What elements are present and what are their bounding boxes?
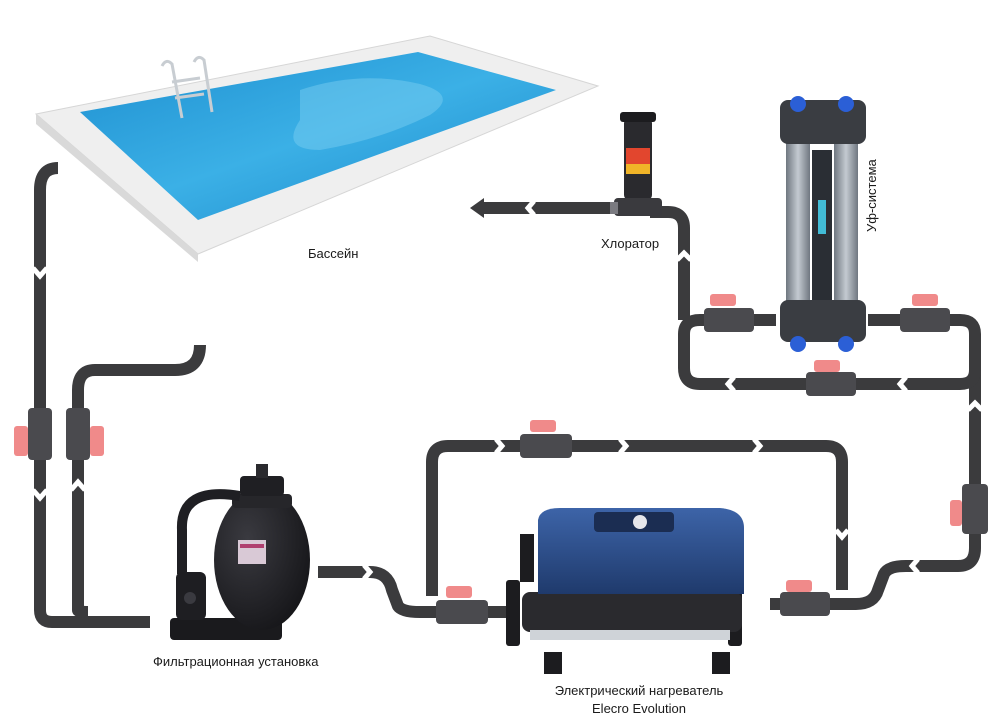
pipe-filter-to-heater xyxy=(318,566,510,618)
flow-direction-marks xyxy=(31,199,984,581)
valves xyxy=(14,294,988,624)
pool-water-shine xyxy=(293,78,443,150)
pipe-right-riser xyxy=(868,314,981,432)
pipe-left-outer xyxy=(34,162,150,628)
pipe-left-inner xyxy=(72,344,206,618)
flow-arrow-icon xyxy=(470,198,484,218)
flow-arrow-icon xyxy=(31,488,49,502)
pipe-heater-out xyxy=(770,432,981,610)
pool-icon xyxy=(34,35,600,262)
pool-rim-side xyxy=(36,114,198,262)
uv-lamp-icon xyxy=(780,96,866,352)
flow-arrow-icon xyxy=(908,557,920,575)
sand-filter-icon xyxy=(170,464,310,640)
ball-valve-icon[interactable] xyxy=(66,408,104,460)
pipe-to-chlorinator xyxy=(650,206,690,320)
ball-valve-icon[interactable] xyxy=(436,586,488,624)
filter-unit-label: Фильтрационная установка xyxy=(153,654,319,669)
pipe-bypass-loop xyxy=(426,440,848,596)
flow-arrow-icon xyxy=(524,199,536,217)
flow-arrow-icon xyxy=(724,375,736,393)
flow-arrow-icon xyxy=(966,399,984,412)
electric-heater-icon xyxy=(506,508,744,674)
flow-arrow-icon xyxy=(675,249,693,262)
pool-ladder-icon xyxy=(160,55,214,119)
heater-label-line2: Elecro Evolution xyxy=(592,701,686,716)
flow-arrow-icon xyxy=(752,437,764,455)
ball-valve-icon[interactable] xyxy=(14,408,52,460)
chlorinator-label: Хлоратор xyxy=(601,236,660,251)
heater-label-line1: Электрический нагреватель xyxy=(554,683,724,698)
ball-valve-icon[interactable] xyxy=(704,294,754,332)
flow-arrow-icon xyxy=(362,563,374,581)
pipe-uv-bypass xyxy=(678,314,981,390)
flow-arrow-icon xyxy=(69,478,87,492)
flow-arrow-icon xyxy=(834,528,850,541)
ball-valve-icon[interactable] xyxy=(806,360,856,396)
flow-arrow-icon xyxy=(618,437,630,455)
ball-valve-icon[interactable] xyxy=(950,484,988,534)
ball-valve-icon[interactable] xyxy=(900,294,950,332)
flow-arrow-icon xyxy=(896,375,908,393)
uv-system-label: Уф-система xyxy=(864,159,879,232)
pipe-network xyxy=(34,162,981,628)
ball-valve-icon[interactable] xyxy=(780,580,830,616)
chlorinator-icon xyxy=(610,112,662,216)
flow-arrow-icon xyxy=(494,437,506,455)
pool-label: Бассейн xyxy=(308,246,359,261)
flow-arrow-icon xyxy=(31,266,49,280)
ball-valve-icon[interactable] xyxy=(520,420,572,458)
